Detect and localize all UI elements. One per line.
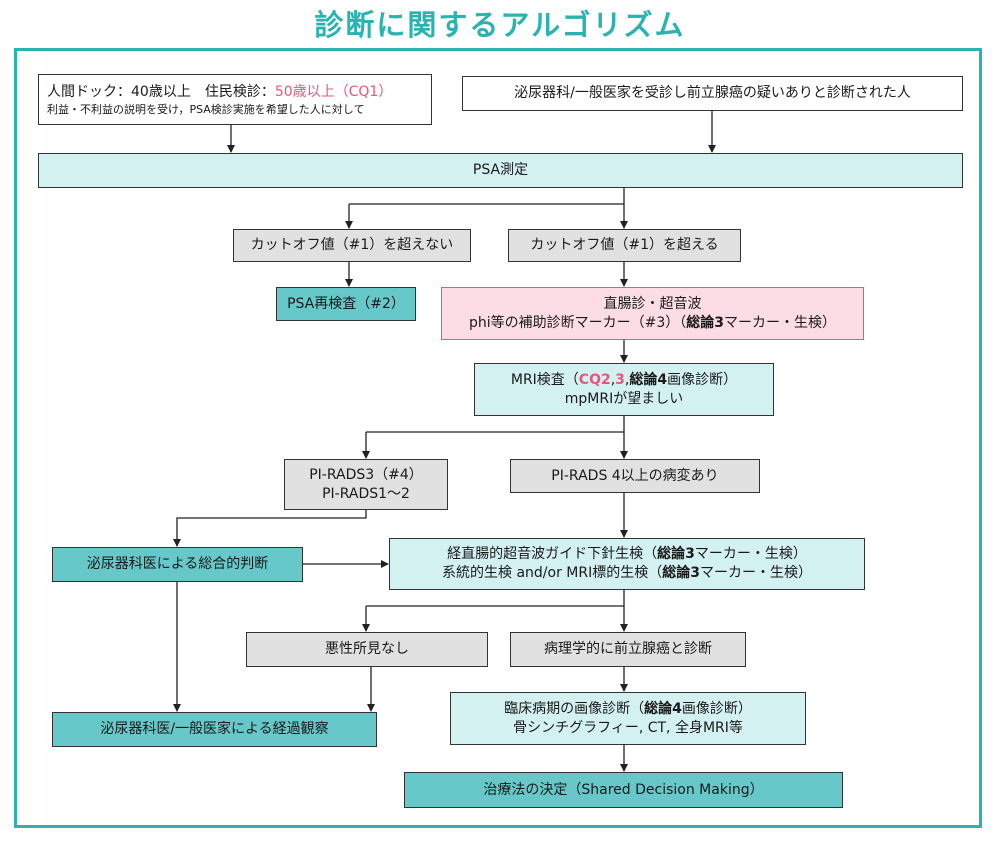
page-title: 診断に関するアルゴリズム [314, 8, 686, 42]
pathology-dx-text: 病理学的に前立腺癌と診断 [544, 641, 712, 657]
psa-text: PSA測定 [472, 162, 529, 178]
biopsy-line1-ref: 総論3 [657, 546, 695, 562]
biopsy-line1-c: マーカー・生検） [694, 546, 807, 562]
node-treatment: 治療法の決定（Shared Decision Making） [404, 772, 843, 808]
node-dre-markers: 直腸診・超音波 phi等の補助診断マーカー（#3）（総論3マーカー・生検） [441, 287, 864, 340]
mri-ref: 総論4 [629, 371, 668, 388]
node-above-cutoff: カットオフ値（#1）を超える [508, 229, 741, 262]
observation-text: 泌尿器科医/一般医家による経過観察 [100, 721, 329, 737]
staging-line1: 臨床病期の画像診断（総論4画像診断） [504, 700, 752, 719]
mri-line2: mpMRIが望ましい [564, 390, 684, 407]
biopsy-line2-a: 系統的生検 and/or MRI標的生検（ [442, 565, 663, 581]
node-uro-judgment: 泌尿器科医による総合的判断 [52, 547, 303, 582]
mri-line1-a: MRI検査（ [510, 371, 579, 388]
mri-comma2: , [624, 371, 630, 388]
mri-line1-g: 画像診断） [667, 371, 738, 388]
staging-line1-a: 臨床病期の画像診断（ [504, 700, 645, 717]
screening-age-text: 人間ドック：40歳以上 住民検診： [47, 83, 275, 100]
mri-comma1: , [610, 371, 616, 388]
biopsy-line1: 経直腸的超音波ガイド下針生検（総論3マーカー・生検） [447, 545, 807, 564]
staging-line2: 骨シンチグラフィー, CT, 全身MRI等 [513, 719, 743, 736]
edge-mri-split [366, 416, 625, 433]
mri-cq3: 3 [615, 371, 625, 388]
node-staging: 臨床病期の画像診断（総論4画像診断） 骨シンチグラフィー, CT, 全身MRI等 [450, 692, 806, 745]
staging-line1-ref: 総論4 [644, 700, 682, 717]
node-below-cutoff: カットオフ値（#1）を超えない [233, 229, 471, 262]
node-referral: 泌尿器科/一般医家を受診し前立腺癌の疑いありと診断された人 [462, 76, 963, 111]
uro-judgment-text: 泌尿器科医による総合的判断 [86, 556, 269, 572]
pirads3-line1: PI-RADS3（#4） [309, 466, 423, 483]
diagram-frame [14, 48, 982, 828]
node-biopsy: 経直腸的超音波ガイド下針生検（総論3マーカー・生検） 系統的生検 and/or … [389, 538, 865, 590]
node-mri: MRI検査（CQ2,3,総論4画像診断） mpMRIが望ましい [474, 363, 774, 416]
screening-cq1-text: 50歳以上（CQ1） [274, 83, 393, 100]
no-malignancy-text: 悪性所見なし [325, 641, 409, 657]
biopsy-line2: 系統的生検 and/or MRI標的生検（総論3マーカー・生検） [442, 564, 812, 583]
psa-recheck-text: PSA再検査（#2） [287, 295, 405, 312]
screening-line1: 人間ドック：40歳以上 住民検診：50歳以上（CQ1） [47, 83, 392, 102]
staging-line1-c: 画像診断） [681, 700, 752, 717]
screening-line2: 利益・不利益の説明を受け，PSA検診実施を希望した人に対して [47, 102, 365, 116]
edge-biopsy-split [366, 590, 625, 607]
referral-text: 泌尿器科/一般医家を受診し前立腺癌の疑いありと診断された人 [514, 85, 911, 101]
below-cutoff-text: カットオフ値（#1）を超えない [250, 237, 454, 253]
node-no-malignancy: 悪性所見なし [246, 632, 488, 667]
node-pathology-dx: 病理学的に前立腺癌と診断 [510, 632, 746, 667]
mri-cq2: CQ2 [578, 371, 611, 388]
pirads3-line2: PI-RADS1～2 [322, 485, 410, 502]
edge-psa-split [349, 188, 625, 205]
dre-line2: phi等の補助診断マーカー（#3）（総論3マーカー・生検） [469, 314, 836, 333]
mri-line1: MRI検査（CQ2,3,総論4画像診断） [511, 371, 737, 390]
above-cutoff-text: カットオフ値（#1）を超える [530, 237, 719, 253]
node-psa-recheck: PSA再検査（#2） [276, 287, 416, 321]
dre-line2-c: マーカー・生検） [724, 314, 837, 331]
biopsy-line2-c: マーカー・生検） [699, 565, 812, 581]
edge-pirads3-judgment [173, 510, 367, 547]
dre-line2-ref: 総論3 [686, 314, 725, 331]
node-pirads4: PI-RADS 4以上の病変あり [510, 459, 760, 493]
node-screening: 人間ドック：40歳以上 住民検診：50歳以上（CQ1） 利益・不利益の説明を受け… [38, 74, 432, 125]
pirads4-text: PI-RADS 4以上の病変あり [551, 467, 719, 484]
dre-line2-a: phi等の補助診断マーカー（#3）（ [468, 314, 687, 331]
biopsy-line1-a: 経直腸的超音波ガイド下針生検（ [447, 546, 658, 562]
node-pirads3: PI-RADS3（#4） PI-RADS1～2 [284, 459, 448, 510]
node-observation: 泌尿器科医/一般医家による経過観察 [52, 712, 377, 747]
dre-line1: 直腸診・超音波 [603, 295, 702, 312]
node-psa: PSA測定 [38, 153, 963, 188]
biopsy-line2-ref: 総論3 [662, 565, 700, 581]
treatment-text: 治療法の決定（Shared Decision Making） [483, 781, 764, 798]
